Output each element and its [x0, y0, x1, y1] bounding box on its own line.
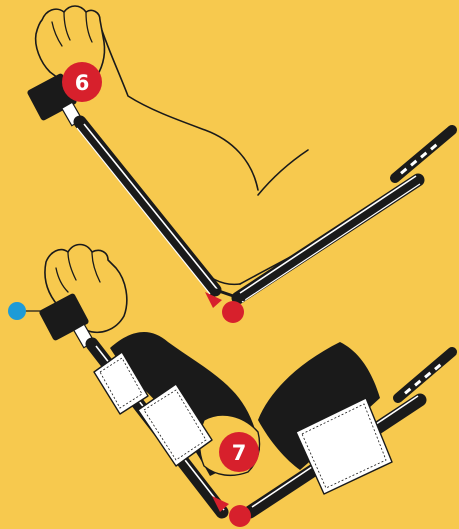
figure-step-7: 7 [8, 245, 452, 528]
step-6-number: 6 [75, 71, 90, 95]
step-6-badge: 6 [62, 62, 102, 102]
step-7-number: 7 [232, 441, 247, 465]
arm-outline-top [72, 18, 380, 284]
step-7-badge: 7 [219, 432, 259, 472]
upperarm-splint-top [238, 130, 452, 302]
